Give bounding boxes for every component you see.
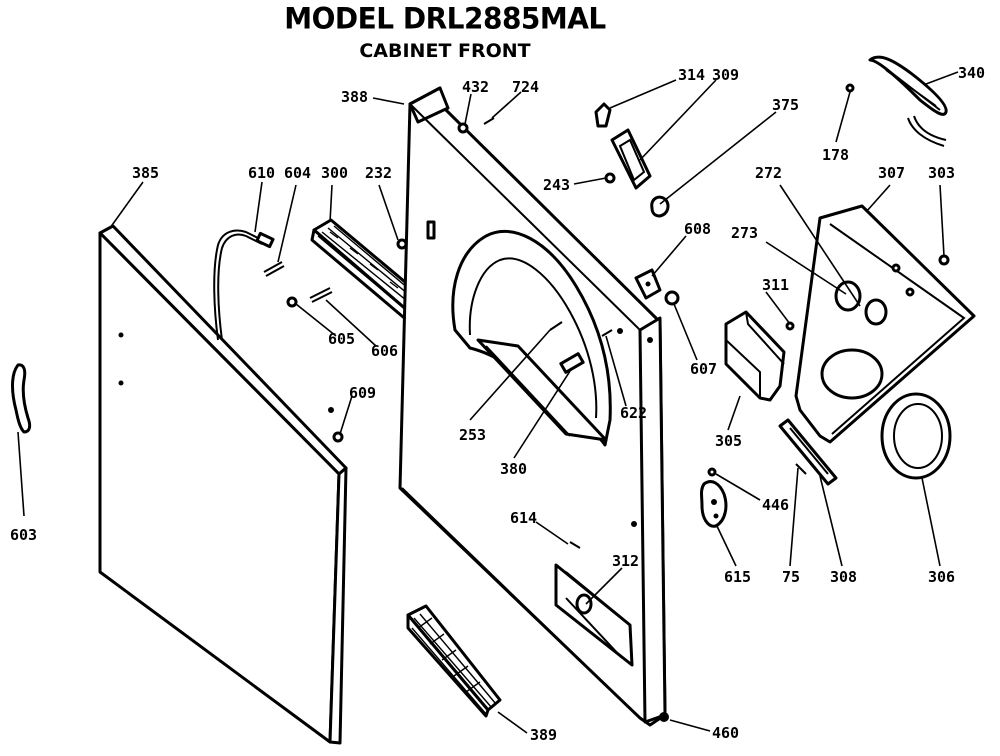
door-panel-385 [98, 224, 348, 745]
screw-605 [286, 296, 298, 308]
callout-609: 609 [349, 384, 376, 402]
switch-parts-309 [594, 102, 670, 218]
wire-610 [213, 229, 275, 341]
callout-724: 724 [512, 78, 539, 96]
callout-314: 314 [678, 66, 705, 84]
callout-610: 610 [248, 164, 275, 182]
callout-375: 375 [772, 96, 799, 114]
callout-432: 432 [462, 78, 489, 96]
callout-253: 253 [459, 426, 486, 444]
callout-273: 273 [731, 224, 758, 242]
callout-309: 309 [712, 66, 739, 84]
bracket-608 [634, 268, 662, 300]
screw-609 [332, 431, 344, 443]
switch-380 [559, 352, 585, 374]
inner-door-307 [794, 204, 976, 444]
callout-603: 603 [10, 526, 37, 544]
callout-308: 308 [830, 568, 857, 586]
callout-604: 604 [284, 164, 311, 182]
latch-615 [700, 480, 728, 528]
callout-303: 303 [928, 164, 955, 182]
callout-622: 622 [620, 404, 647, 422]
callout-312: 312 [612, 552, 639, 570]
cabinet-front-388 [398, 86, 667, 727]
drum-seal-306 [880, 392, 952, 480]
filter-housing-305 [724, 310, 786, 402]
screw-432 [457, 122, 469, 134]
callout-446: 446 [762, 496, 789, 514]
callout-306: 306 [928, 568, 955, 586]
screw-614 [569, 541, 581, 549]
callout-300: 300 [321, 164, 348, 182]
clip-724 [483, 117, 495, 125]
callout-307: 307 [878, 164, 905, 182]
clip-253 [549, 321, 563, 331]
screw-446 [707, 467, 717, 477]
callout-380: 380 [500, 460, 527, 478]
callout-389: 389 [530, 726, 557, 744]
diagram-title: MODEL DRL2885MAL [284, 1, 606, 36]
callout-615: 615 [724, 568, 751, 586]
callout-232: 232 [365, 164, 392, 182]
callout-340: 340 [958, 64, 985, 82]
grille-389 [406, 604, 502, 718]
screw-607 [664, 290, 680, 306]
diagram-subtitle: CABINET FRONT [359, 40, 531, 62]
screw-609b [328, 407, 334, 413]
callout-243: 243 [543, 176, 570, 194]
callout-178: 178 [822, 146, 849, 164]
callout-607: 607 [690, 360, 717, 378]
callout-311: 311 [762, 276, 789, 294]
callout-608: 608 [684, 220, 711, 238]
callout-385: 385 [132, 164, 159, 182]
clip-75 [795, 463, 807, 475]
leader-lines [17, 71, 959, 734]
callout-labels: 385 610 604 300 232 388 432 724 314 309 … [10, 64, 985, 744]
foot-460 [659, 712, 669, 722]
clip-622 [601, 329, 613, 337]
callout-605: 605 [328, 330, 355, 348]
callout-75: 75 [782, 568, 800, 586]
hinge-340 [845, 55, 948, 147]
callout-272: 272 [755, 164, 782, 182]
callout-606: 606 [371, 342, 398, 360]
clip-606 [309, 287, 333, 303]
callout-614: 614 [510, 509, 537, 527]
handle-603 [11, 363, 32, 434]
clip-604 [263, 261, 285, 277]
callout-305: 305 [715, 432, 742, 450]
callout-388: 388 [341, 88, 368, 106]
callout-460: 460 [712, 724, 739, 742]
bracket-308 [778, 418, 838, 486]
